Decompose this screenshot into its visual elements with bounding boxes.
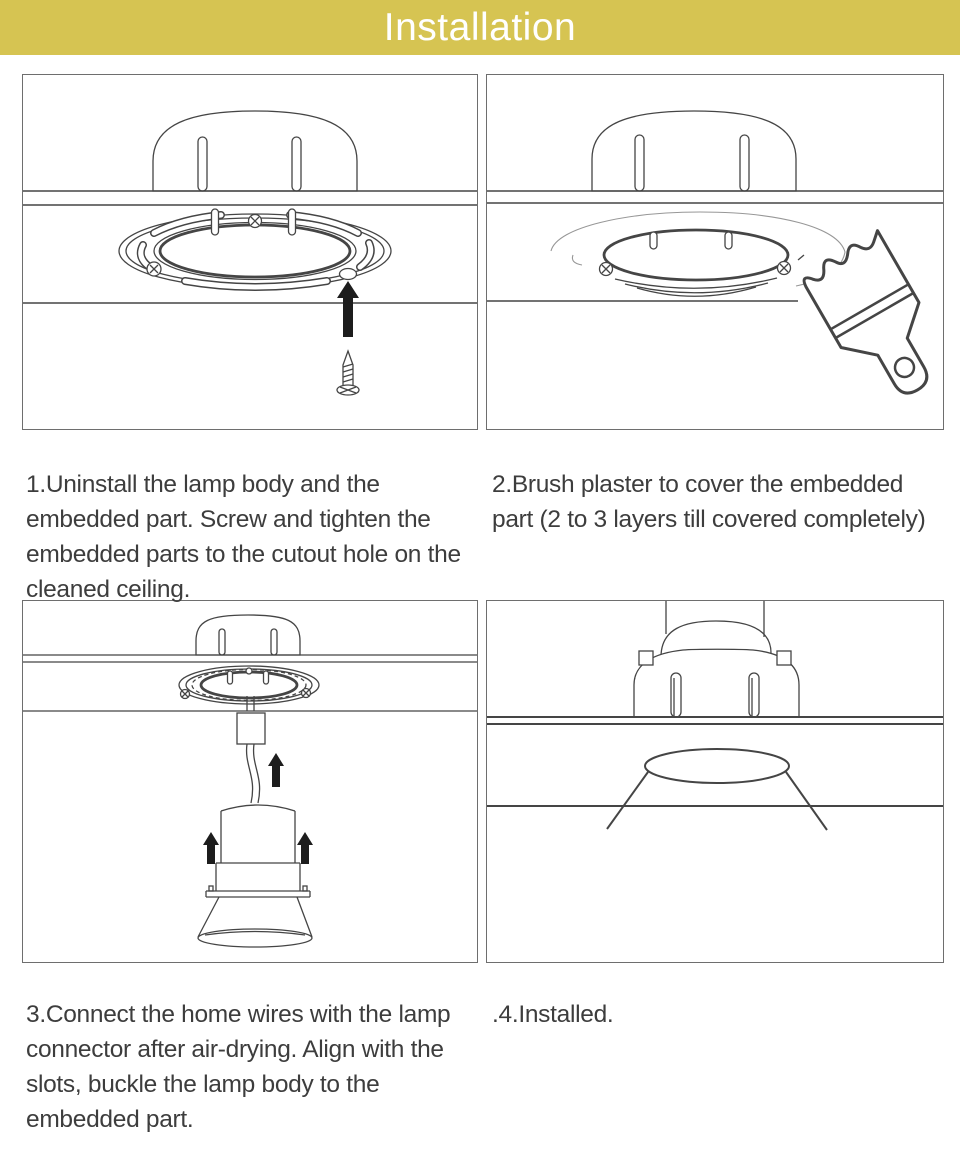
ceiling-lines <box>23 190 477 206</box>
ceiling-lines <box>487 190 943 204</box>
wire-connector-box <box>236 712 266 745</box>
step-2-panel <box>486 74 944 430</box>
step-4-diagram <box>487 601 943 831</box>
up-arrow-icon <box>203 832 219 864</box>
mounting-ring <box>178 665 320 711</box>
embedded-part <box>591 110 797 192</box>
light-beam-line <box>606 771 649 830</box>
up-arrow-icon <box>268 753 284 787</box>
ceiling-lines <box>23 654 477 663</box>
step-1-diagram <box>23 110 477 396</box>
step-1-caption: 1.Uninstall the lamp body and the embedd… <box>26 470 461 603</box>
step-2-diagram <box>487 110 943 395</box>
step-4-caption: .4.Installed. <box>492 1000 614 1028</box>
step-3-panel <box>22 600 478 963</box>
installed-trim-opening <box>606 748 828 831</box>
installed-lamp-housing <box>633 601 800 718</box>
header-banner: Installation <box>0 0 960 55</box>
connector-wire <box>245 743 261 804</box>
up-arrow-icon <box>297 832 313 864</box>
paint-brush-icon <box>802 229 929 395</box>
step-1-panel <box>22 74 478 430</box>
step-4-panel <box>486 600 944 963</box>
embedded-part <box>195 614 301 656</box>
up-arrow-icon <box>337 281 359 337</box>
embedded-part <box>152 110 358 192</box>
light-beam-line <box>785 771 828 831</box>
screw <box>336 349 360 396</box>
lamp-body <box>197 804 313 948</box>
step-2-caption: 2.Brush plaster to cover the embedded pa… <box>492 470 926 533</box>
ceiling-lines <box>487 716 943 725</box>
step-3-caption: 3.Connect the home wires with the lamp c… <box>26 1000 451 1133</box>
plastered-ring <box>550 211 846 297</box>
mounting-ring <box>118 208 392 291</box>
page-title: Installation <box>383 6 577 49</box>
step-3-diagram <box>23 614 477 948</box>
